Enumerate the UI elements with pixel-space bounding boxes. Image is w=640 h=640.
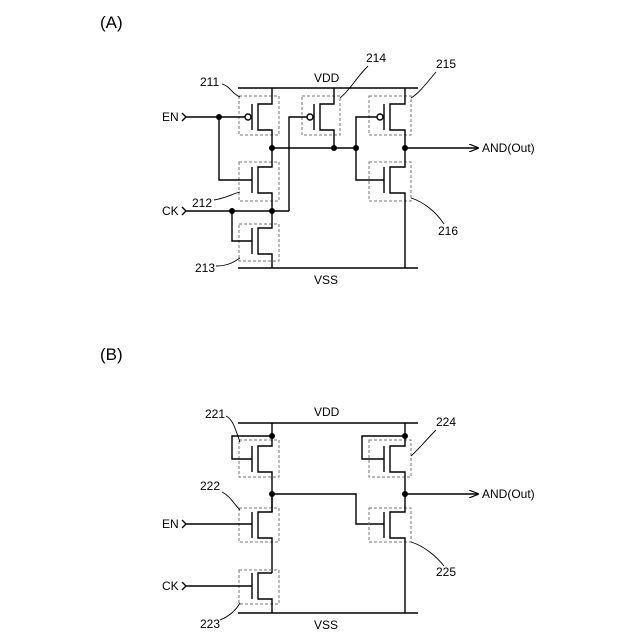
transistor-225 (369, 494, 411, 613)
ref-216: 216 (438, 224, 458, 238)
svg-text:CK: CK (162, 204, 179, 218)
junction-dot (269, 433, 275, 439)
junction-dot (269, 145, 275, 151)
svg-text:EN: EN (162, 517, 179, 531)
junction-dot (269, 491, 275, 497)
ref-211: 211 (200, 75, 219, 89)
ref-212: 212 (192, 196, 212, 210)
output-and-b: AND(Out) (405, 487, 535, 501)
node-wire-b (272, 494, 384, 524)
panel-b: (B) VDD VSS EN (100, 345, 535, 632)
transistor-216 (356, 148, 411, 268)
ref-214: 214 (366, 51, 386, 65)
ref-222: 222 (200, 479, 220, 493)
junction-dot (216, 114, 222, 120)
junction-dot (229, 208, 235, 214)
ref-225: 225 (436, 565, 456, 579)
vss-label-b: VSS (314, 618, 338, 632)
transistor-215 (356, 88, 411, 148)
svg-text:CK: CK (162, 579, 179, 593)
junction-dot (402, 433, 408, 439)
junction-dot (402, 491, 408, 497)
junction-dot (269, 208, 275, 214)
panel-b-label: (B) (100, 345, 123, 364)
ref-215: 215 (436, 57, 456, 71)
junction-dot (353, 145, 359, 151)
junction-dot (331, 145, 337, 151)
vss-label-a: VSS (314, 273, 338, 287)
junction-dot (402, 145, 408, 151)
panel-a-label: (A) (100, 13, 123, 32)
transistor-211 (219, 88, 279, 148)
vdd-label-b: VDD (314, 405, 340, 419)
input-en-a: EN (162, 110, 219, 124)
transistor-212 (219, 117, 279, 211)
panel-a: (A) VDD VSS EN (100, 13, 535, 287)
ref-213: 213 (195, 261, 215, 275)
transistor-223 (239, 570, 279, 613)
svg-text:EN: EN (162, 110, 179, 124)
ref-224: 224 (436, 415, 456, 429)
output-and-a: AND(Out) (405, 141, 535, 155)
transistor-213 (232, 211, 279, 268)
vdd-label-a: VDD (314, 71, 340, 85)
ref-221: 221 (205, 407, 225, 421)
transistor-222 (239, 494, 279, 573)
svg-text:AND(Out): AND(Out) (482, 487, 535, 501)
ref-223: 223 (200, 617, 220, 631)
svg-text:AND(Out): AND(Out) (482, 141, 535, 155)
